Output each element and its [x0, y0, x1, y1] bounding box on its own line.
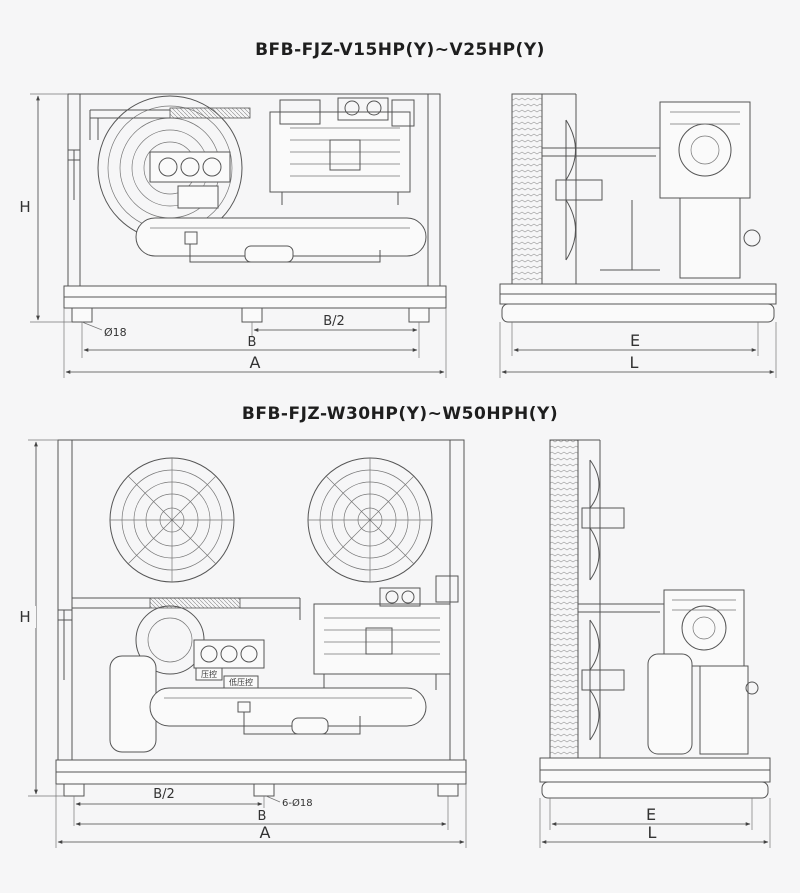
d2-half-b-label: B/2: [153, 787, 175, 802]
d2-hole-label: 6-Ø18: [282, 797, 313, 809]
liquid-receiver: [135, 217, 427, 257]
d1-half-b-label: B/2: [323, 314, 345, 329]
diagram-2-front-dimensions: H B/2 6-Ø18 B A: [14, 439, 467, 848]
diagram-1-front-view: [63, 93, 447, 323]
diagram-2-side-dimensions: E L: [539, 798, 771, 848]
d1-l-label: L: [630, 353, 639, 372]
diagram-1-front-dimensions: H Ø18 B/2 B A: [14, 93, 447, 378]
condenser-fan-guard-right: [307, 457, 433, 583]
d1-e-label: E: [630, 331, 640, 350]
d1-height-label: H: [19, 198, 30, 216]
d2-height-label: H: [19, 608, 30, 626]
d2-a-label: A: [260, 823, 271, 842]
compressor: [269, 97, 415, 205]
pressure-gauges: [149, 151, 231, 209]
condenser-fan-guard-left: [109, 457, 235, 583]
d2-e-label: E: [646, 805, 656, 824]
filter-drier: [184, 231, 381, 263]
d1-b-label: B: [248, 335, 257, 350]
d1-hole-label: Ø18: [104, 326, 127, 339]
diagram-1-side-dimensions: E L: [499, 322, 777, 378]
filter-drier-2: [237, 701, 361, 735]
diagram-1-title: BFB-FJZ-V15HP(Y)~V25HP(Y): [255, 40, 545, 60]
d2-b-label: B: [258, 809, 267, 824]
pressure-gauges-2: 压控 低压控: [193, 639, 265, 689]
d2-gauge-label-2: 低压控: [229, 677, 253, 687]
diagram-2-front-view: 压控 低压控: [55, 439, 467, 797]
d1-a-label: A: [250, 353, 261, 372]
diagram-1-side-view: [499, 93, 777, 323]
compressor-2: [313, 575, 459, 690]
d2-gauge-label-1: 压控: [201, 669, 217, 679]
d2-l-label: L: [648, 823, 657, 842]
diagram-2-side-view: [539, 439, 771, 799]
diagram-2-title: BFB-FJZ-W30HP(Y)~W50HPH(Y): [241, 404, 559, 424]
